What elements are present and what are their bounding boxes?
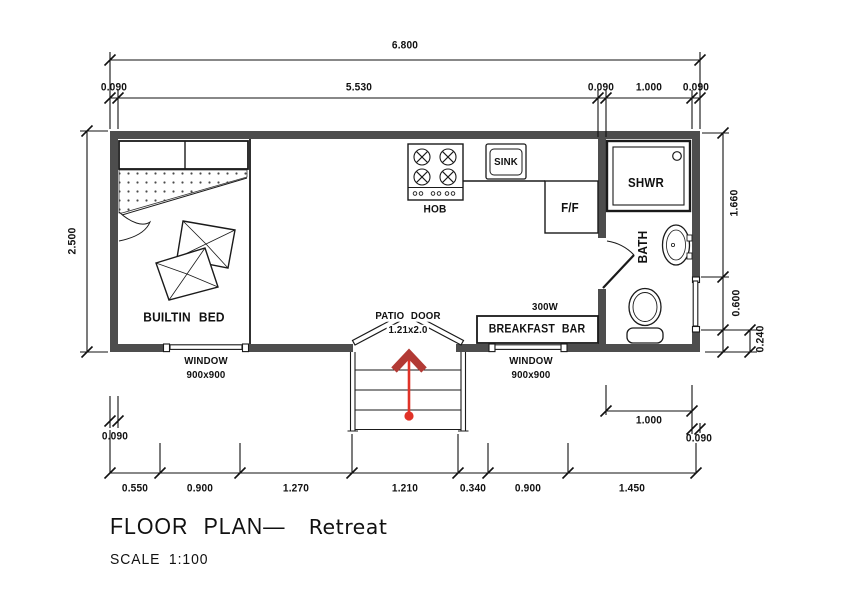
sink-label: SINK	[494, 155, 518, 168]
window-right	[488, 343, 568, 353]
breakfast-bar-power-label: 300W	[532, 300, 558, 313]
dim-top-wall-right: 0.090	[682, 81, 710, 94]
dim-top-bath: 1.000	[635, 81, 663, 94]
breakfast-bar-box	[476, 315, 599, 344]
dim-bottom-6: 0.900	[514, 482, 542, 495]
shower	[605, 139, 692, 213]
window-left-size-label: 900x900	[186, 368, 226, 381]
dim-bottom-2: 0.900	[186, 482, 214, 495]
bathroom-door	[602, 240, 635, 289]
dim-top-wall-mid: 0.090	[587, 81, 615, 94]
dim-bath-width: 1.000	[635, 414, 663, 427]
hob-knobs	[412, 191, 456, 196]
window-left-label: WINDOW	[184, 354, 228, 367]
breakfast-bar-label: BREAKFAST BAR	[488, 323, 586, 336]
dim-top-main: 5.530	[345, 81, 373, 94]
headboard	[118, 140, 249, 170]
fridge-freezer	[544, 180, 599, 234]
fridge-freezer-label: F/F	[561, 200, 579, 215]
window-right-size-label: 900x900	[511, 368, 551, 381]
basin	[661, 224, 693, 266]
patio-door-size-label: 1.21x2.0	[386, 323, 430, 336]
dim-right-window: 0.600	[730, 289, 743, 317]
shower-drain	[672, 151, 682, 161]
dim-bottom-7: 1.450	[618, 482, 646, 495]
dim-right-lower: 0.240	[754, 325, 767, 353]
window-left	[162, 343, 250, 353]
patio-door-label: PATIO DOOR	[373, 309, 443, 322]
pillow	[155, 247, 219, 301]
bath-label: BATH	[635, 230, 650, 264]
hob	[407, 143, 464, 201]
sink-unit	[485, 143, 527, 180]
dim-bottom-1: 0.550	[121, 482, 149, 495]
entry-arrow	[391, 348, 427, 421]
entry-arrow-dot	[404, 411, 414, 421]
walls	[110, 131, 700, 352]
dim-top-wall-left: 0.090	[100, 81, 128, 94]
window-bathroom	[691, 276, 701, 333]
dim-bottom-left-wall: 0.090	[101, 430, 129, 443]
window-right-label: WINDOW	[509, 354, 553, 367]
dim-left-height: 2.500	[66, 227, 79, 255]
dim-bottom-right-wall: 0.090	[685, 432, 713, 445]
drawing-title-main: FLOOR PLAN—	[110, 513, 286, 539]
builtin-bed	[118, 139, 251, 344]
drawing-title-name: Retreat	[308, 515, 388, 539]
drawing-scale: SCALE 1:100	[110, 551, 209, 568]
dim-overall-width: 6.800	[391, 39, 419, 52]
shower-label: SHWR	[628, 175, 664, 190]
dim-bottom-5: 0.340	[459, 482, 487, 495]
dim-bottom-3: 1.270	[282, 482, 310, 495]
dimension-lines	[80, 52, 757, 480]
toilet	[626, 287, 664, 344]
hob-label: HOB	[423, 203, 447, 216]
drawing-title: FLOOR PLAN— Retreat	[110, 513, 387, 540]
dim-right-upper: 1.660	[728, 189, 741, 217]
bed-label: BUILTIN BED	[143, 309, 225, 325]
dim-bottom-4: 1.210	[391, 482, 419, 495]
